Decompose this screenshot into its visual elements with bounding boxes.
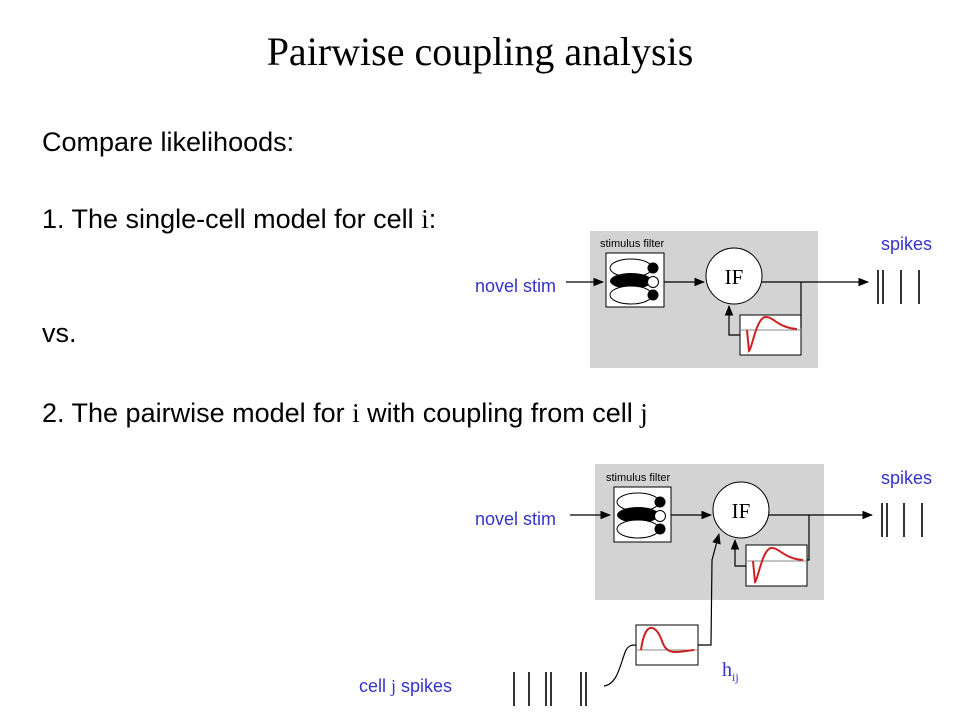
slide-title: Pairwise coupling analysis xyxy=(266,29,694,74)
feedback-arrow xyxy=(724,304,740,336)
if-neuron-node xyxy=(712,481,770,539)
output-spike-train xyxy=(881,503,923,537)
item2-variable-j: j xyxy=(640,398,648,428)
output-spike-train xyxy=(877,270,920,304)
if-label: IF xyxy=(732,499,751,523)
spikes-label: spikes xyxy=(881,234,932,254)
stimulus-filter-label: stimulus filter xyxy=(600,238,665,250)
vs-label: vs. xyxy=(42,318,77,348)
compare-heading: Compare likelihoods: xyxy=(42,127,295,157)
feedback-arrow xyxy=(730,538,746,567)
item1-suffix: : xyxy=(428,204,437,234)
item-pairwise: 2. The pairwise model for i with couplin… xyxy=(42,398,648,429)
cell-j-spike-train xyxy=(513,672,587,706)
cell-j-variable: j xyxy=(390,676,396,696)
cell-j-prefix: cell xyxy=(359,676,391,696)
coupling-filter-subscript: ij xyxy=(732,670,739,684)
coupling-input-line xyxy=(603,644,637,687)
coupling-filter-label: hij xyxy=(722,659,739,684)
coupling-filter xyxy=(635,624,699,666)
novel-stim-label: novel stim xyxy=(475,509,556,529)
item2-variable-i: i xyxy=(352,398,360,428)
cell-j-spikes-label: cell j spikes xyxy=(359,676,452,696)
feedback-line xyxy=(807,515,810,561)
cell-j-suffix: spikes xyxy=(396,676,452,696)
stimulus-filter-icon xyxy=(605,252,665,308)
post-spike-filter xyxy=(745,544,808,587)
item2-prefix: 2. The pairwise model for xyxy=(42,398,353,428)
if-label: IF xyxy=(725,265,744,289)
spikes-label: spikes xyxy=(881,468,932,488)
item-single-cell: 1. The single-cell model for cell i: xyxy=(42,204,436,235)
single-cell-model-diagram: stimulus filter IF novel stim spikes xyxy=(475,231,932,368)
novel-stim-label: novel stim xyxy=(475,276,556,296)
item1-variable: i xyxy=(421,204,429,234)
pairwise-model-diagram: stimulus filter IF novel stim spikes xyxy=(359,464,932,706)
post-spike-filter xyxy=(739,314,802,356)
stimulus-filter-label: stimulus filter xyxy=(606,472,671,484)
stimulus-filter-icon xyxy=(613,486,672,543)
item1-prefix: 1. The single-cell model for cell xyxy=(42,204,422,234)
item2-mid: with coupling from cell xyxy=(359,398,641,428)
if-neuron-node xyxy=(705,247,763,305)
coupling-arrow xyxy=(698,532,721,646)
coupling-filter-symbol: h xyxy=(722,659,732,681)
